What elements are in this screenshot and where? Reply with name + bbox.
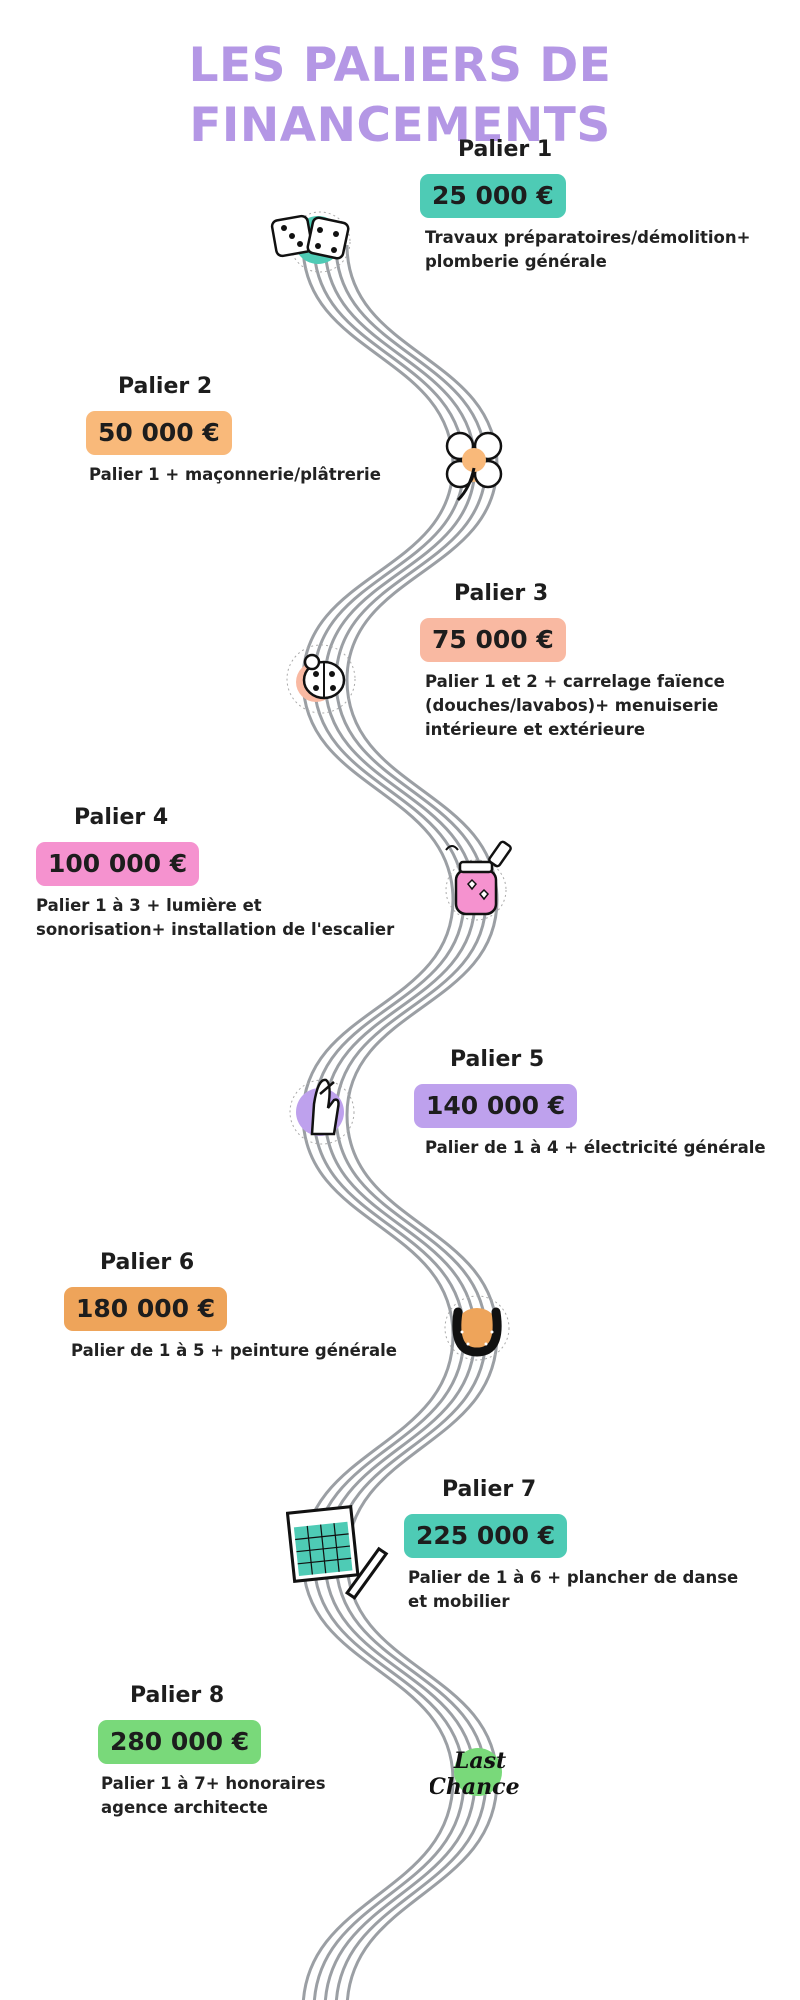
tier-5: Palier 5 140 000 € Palier de 1 à 4 + éle… bbox=[414, 1046, 784, 1160]
tier-title: Palier 3 bbox=[454, 581, 549, 606]
tier-title: Palier 8 bbox=[130, 1683, 225, 1708]
last-chance-icon: Last Chance bbox=[428, 1728, 520, 1818]
bingo-card-icon bbox=[285, 1500, 389, 1600]
ladybug-icon bbox=[276, 634, 366, 724]
tier-title: Palier 1 bbox=[458, 137, 553, 162]
tier-description: Palier de 1 à 6 + plancher de danse et m… bbox=[408, 1568, 739, 1611]
tier-description: Palier 1 à 3 + lumière et sonorisation+ … bbox=[36, 896, 395, 939]
clover-icon bbox=[430, 418, 520, 508]
tier-amount-badge: 25 000 € bbox=[420, 174, 566, 218]
tier-description: Palier 1 + maçonnerie/plâtrerie bbox=[89, 465, 381, 484]
tier-amount-badge: 75 000 € bbox=[420, 618, 566, 662]
tier-title: Palier 5 bbox=[450, 1047, 545, 1072]
tier-amount-badge: 140 000 € bbox=[414, 1084, 578, 1128]
tier-title: Palier 6 bbox=[100, 1250, 195, 1275]
tier-amount-badge: 100 000 € bbox=[36, 842, 200, 886]
tier-1: Palier 1 25 000 € Travaux préparatoires/… bbox=[420, 136, 780, 274]
tier-2: Palier 2 50 000 € Palier 1 + maçonnerie/… bbox=[86, 373, 416, 487]
road-lane-5 bbox=[345, 244, 499, 2000]
crossed-fingers-icon bbox=[280, 1064, 370, 1154]
tier-title: Palier 7 bbox=[442, 1477, 537, 1502]
heart-jar-icon bbox=[434, 832, 524, 922]
tier-amount-badge: 225 000 € bbox=[404, 1514, 568, 1558]
horseshoe-icon bbox=[432, 1282, 522, 1372]
tier-description: Palier 1 et 2 + carrelage faïence (douch… bbox=[425, 672, 725, 739]
tier-7: Palier 7 225 000 € Palier de 1 à 6 + pla… bbox=[404, 1476, 764, 1614]
page-title: LES PALIERS DE FINANCEMENTS bbox=[188, 38, 612, 153]
tier-3: Palier 3 75 000 € Palier 1 et 2 + carrel… bbox=[420, 580, 790, 742]
tier-amount-badge: 50 000 € bbox=[86, 411, 232, 455]
last-chance-word-1: Last bbox=[453, 1748, 506, 1774]
tier-title: Palier 2 bbox=[118, 374, 213, 399]
tier-amount-badge: 280 000 € bbox=[98, 1720, 262, 1764]
tier-4: Palier 4 100 000 € Palier 1 à 3 + lumièr… bbox=[36, 804, 406, 942]
tier-description: Palier de 1 à 5 + peinture générale bbox=[71, 1341, 397, 1360]
tier-description: Travaux préparatoires/démolition+ plombe… bbox=[425, 228, 751, 271]
tier-amount-badge: 180 000 € bbox=[64, 1287, 228, 1331]
tier-description: Palier de 1 à 4 + électricité générale bbox=[425, 1138, 766, 1157]
tier-6: Palier 6 180 000 € Palier de 1 à 5 + pei… bbox=[64, 1249, 404, 1363]
tier-title: Palier 4 bbox=[74, 805, 169, 830]
tier-description: Palier 1 à 7+ honoraires agence architec… bbox=[101, 1774, 326, 1817]
dice-icon bbox=[268, 200, 358, 290]
last-chance-word-2: Chance bbox=[430, 1774, 520, 1800]
tier-8: Palier 8 280 000 € Palier 1 à 7+ honorai… bbox=[98, 1682, 398, 1820]
